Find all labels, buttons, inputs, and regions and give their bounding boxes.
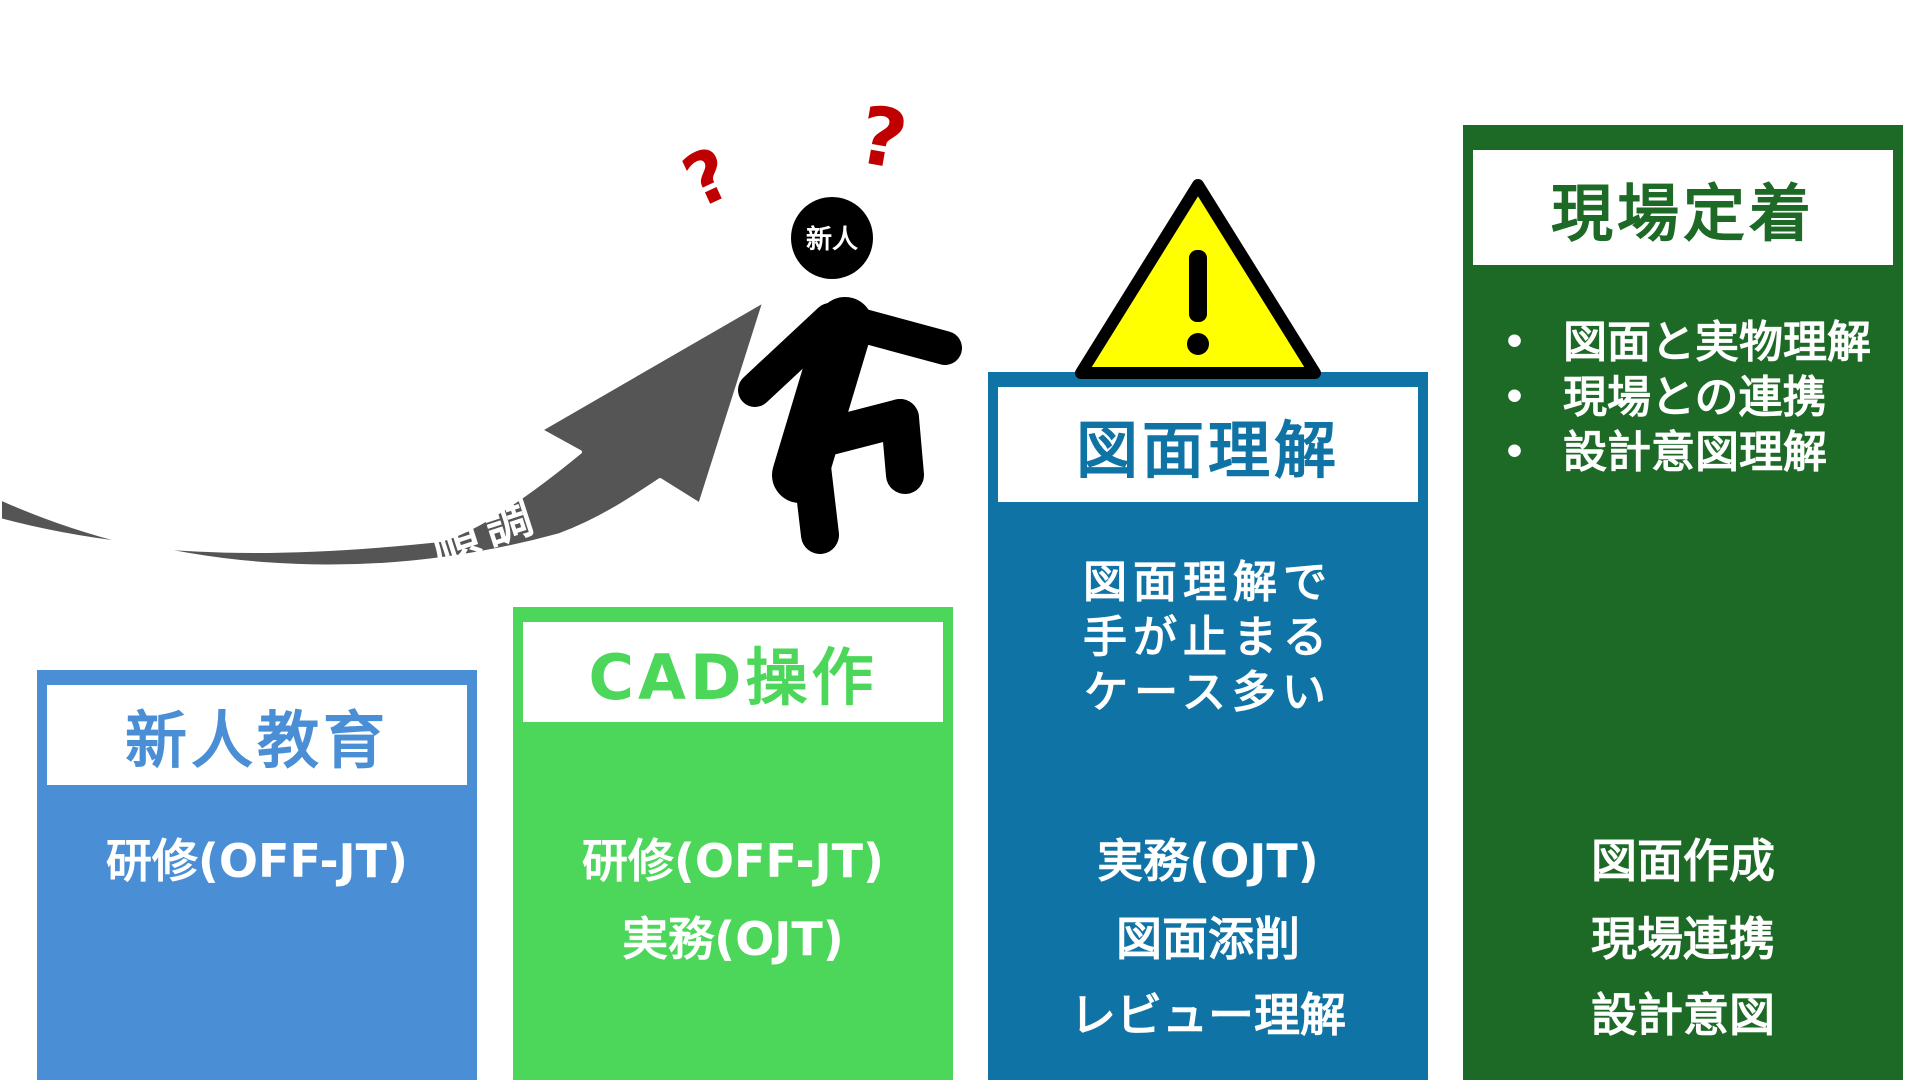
step-3-note-line-1: 図面理解で	[1083, 557, 1333, 608]
figure-head-label: 新人	[806, 224, 858, 255]
step-4-bullet-2: 現場との連携	[1503, 370, 1871, 425]
step-4-bullets: 図面と実物理解 現場との連携 設計意図理解	[1503, 315, 1871, 480]
step-block-1: 新人教育 研修(OFF-JT)	[37, 670, 477, 1080]
step-title-2: CAD操作	[523, 622, 943, 722]
step-3-line-1: 実務(OJT)	[1097, 834, 1319, 888]
figure-head	[791, 197, 873, 279]
warning-icon	[1075, 179, 1321, 379]
step-3-line-3: レビュー理解	[1070, 988, 1346, 1042]
step-title-3: 図面理解	[998, 387, 1418, 502]
step-4-bullet-3: 設計意図理解	[1503, 425, 1871, 480]
step-4-line-3: 設計意図	[1591, 988, 1775, 1042]
step-block-4: 現場定着 図面と実物理解 現場との連携 設計意図理解 図面作成 現場連携 設計意…	[1463, 125, 1903, 1080]
step-4-line-2: 現場連携	[1591, 912, 1775, 966]
step-2-line-2: 実務(OJT)	[622, 912, 844, 966]
step-1-line-1: 研修(OFF-JT)	[105, 834, 409, 888]
step-3-line-2: 図面添削	[1116, 912, 1300, 966]
growth-arrow	[0, 298, 767, 569]
question-mark-right: ?	[852, 88, 914, 188]
step-block-3: 図面理解 図面理解で 手が止まる ケース多い 実務(OJT) 図面添削 レビュー…	[988, 372, 1428, 1080]
step-2-line-1: 研修(OFF-JT)	[581, 834, 885, 888]
question-mark-left: ?	[671, 130, 744, 224]
step-3-note-line-3: ケース多い	[1084, 667, 1332, 718]
step-title-1: 新人教育	[47, 685, 467, 785]
step-4-line-1: 図面作成	[1591, 834, 1775, 888]
step-block-2: CAD操作 研修(OFF-JT) 実務(OJT)	[513, 607, 953, 1080]
step-3-note-line-2: 手が止まる	[1083, 612, 1333, 663]
arrow-label: 順調	[423, 486, 547, 574]
step-title-4: 現場定着	[1473, 150, 1893, 265]
newcomer-figure	[738, 197, 962, 554]
step-3-note: 図面理解で 手が止まる ケース多い	[988, 555, 1428, 720]
step-4-bullet-1: 図面と実物理解	[1503, 315, 1871, 370]
